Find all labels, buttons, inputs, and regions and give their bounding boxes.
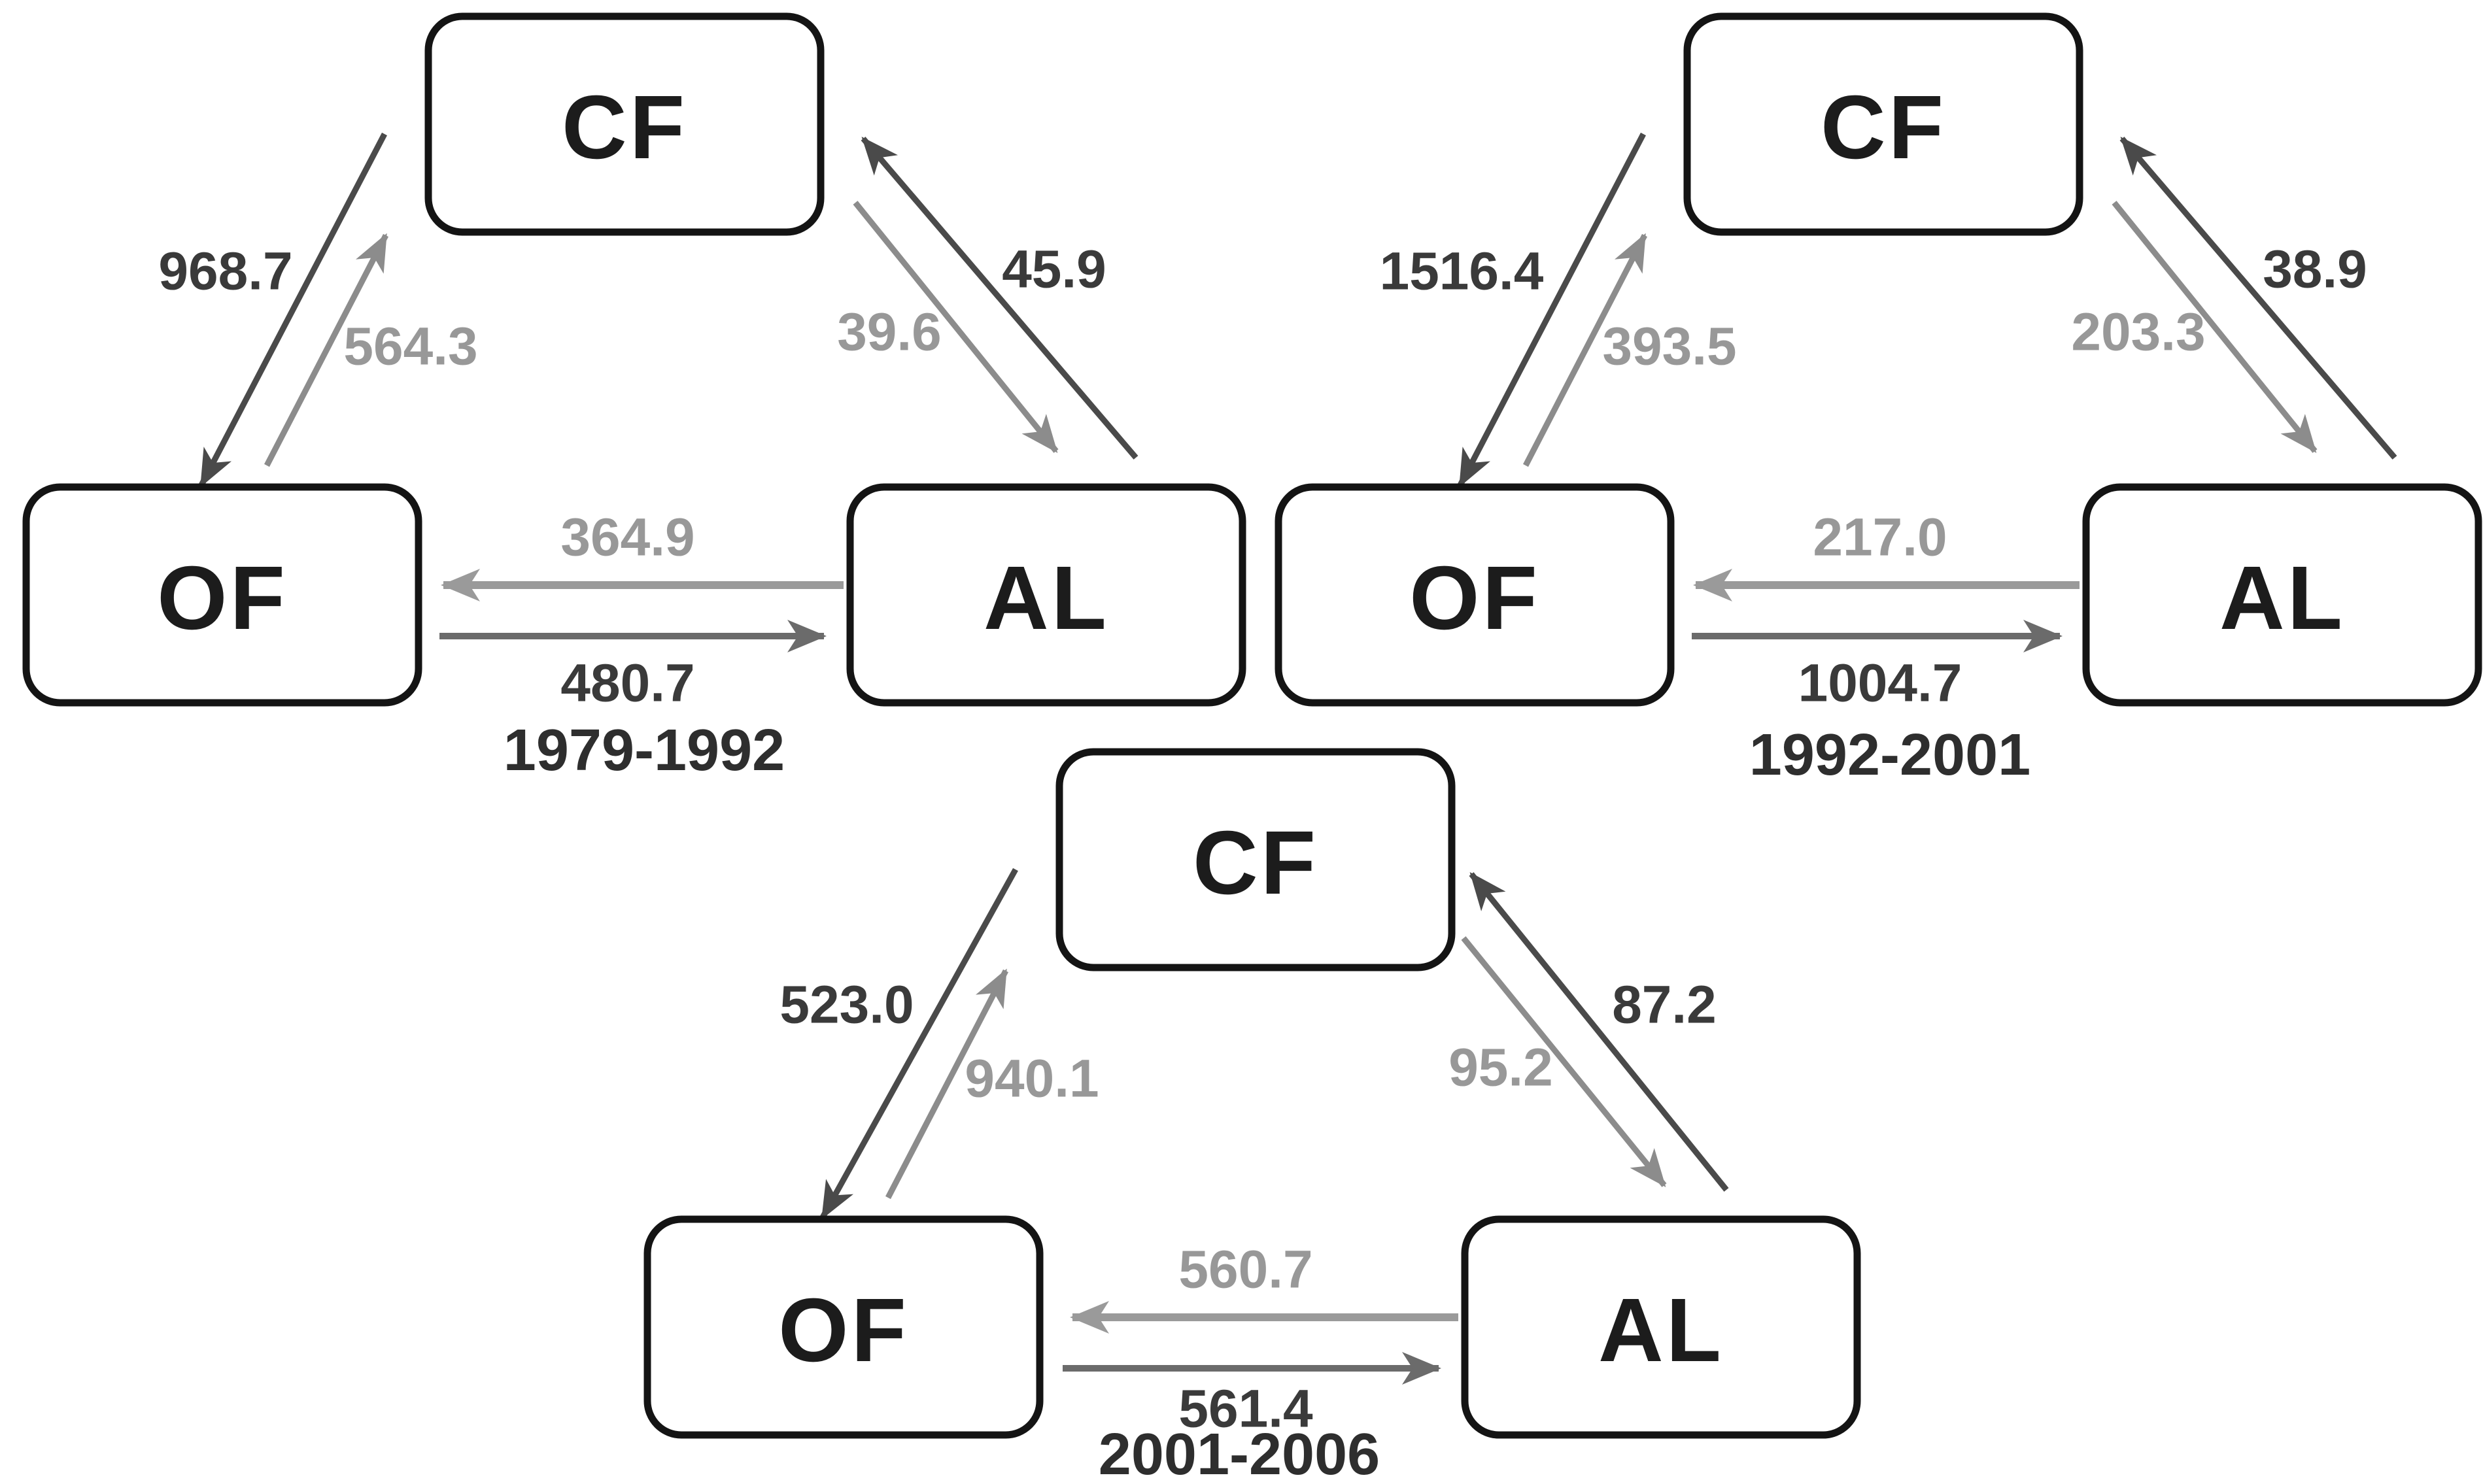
arrow-cf-to-of [820, 868, 1018, 1220]
flow-value-al-to-of: 217.0 [1813, 508, 1947, 567]
arrow-of-to-cf [885, 968, 1008, 1200]
node-al-label: AL [2219, 548, 2345, 649]
flow-value-cf-to-of: 523.0 [779, 975, 914, 1035]
arrow-cf-to-al [1461, 936, 1667, 1187]
flow-value-cf-to-al: 95.2 [1448, 1038, 1553, 1098]
diagram-2001-2006: CF OF AL 523.0 940.1 87.2 95.2 560.7 561… [643, 748, 1861, 1484]
arrow-cf-to-of [1458, 132, 1646, 488]
node-al-label: AL [1598, 1280, 1724, 1381]
arrow-of-to-cf [264, 233, 388, 467]
node-al-box [1461, 1215, 1861, 1439]
node-of-box [22, 483, 422, 707]
period-label: 1979-1992 [504, 718, 785, 783]
flow-value-of-to-cf: 940.1 [965, 1049, 1099, 1109]
flow-value-cf-to-of: 968.7 [158, 242, 292, 301]
diagram-1979-1992: CF OF AL 968.7 564.3 45.9 39.6 364.9 480… [22, 12, 1246, 783]
flow-value-of-to-cf: 564.3 [343, 317, 477, 377]
flow-value-of-to-al: 561.4 [1178, 1379, 1313, 1439]
node-al-box [846, 483, 1246, 707]
node-cf-label: CF [1193, 813, 1318, 913]
arrow-cf-to-al [2112, 201, 2318, 453]
node-of-box [643, 1215, 1044, 1439]
flow-value-of-to-cf: 393.5 [1602, 317, 1736, 377]
node-cf-box [424, 12, 825, 236]
flow-value-al-to-of: 560.7 [1178, 1240, 1312, 1300]
arrow-cf-to-al [853, 201, 1059, 453]
node-al-box [2082, 483, 2482, 707]
node-of-label: OF [157, 548, 288, 649]
flow-value-cf-to-al: 39.6 [837, 303, 942, 362]
period-label: 2001-2006 [1099, 1422, 1380, 1484]
node-of-box [1275, 483, 1675, 707]
flow-value-al-to-cf: 45.9 [1002, 240, 1106, 299]
node-cf-box [1683, 12, 2083, 236]
node-cf-label: CF [562, 77, 687, 178]
arrow-al-to-cf [1469, 872, 1729, 1192]
node-of-label: OF [1409, 548, 1540, 649]
diagram-1992-2001: CF OF AL 1516.4 393.5 38.9 203.3 217.0 1… [1275, 12, 2482, 788]
node-cf-box [1055, 748, 1456, 971]
flow-value-of-to-al: 1004.7 [1798, 654, 1962, 713]
node-al-label: AL [984, 548, 1109, 649]
node-of-label: OF [778, 1280, 909, 1381]
node-cf-label: CF [1821, 77, 1946, 178]
flow-value-al-to-of: 364.9 [560, 508, 694, 567]
period-label: 1992-2001 [1749, 722, 2030, 788]
arrow-al-to-cf [861, 137, 1139, 460]
flow-value-cf-to-al: 203.3 [2071, 303, 2205, 362]
arrow-of-to-cf [1523, 233, 1647, 467]
flow-value-al-to-cf: 87.2 [1612, 975, 1717, 1035]
flow-value-of-to-al: 480.7 [560, 654, 694, 713]
arrow-cf-to-of [199, 132, 387, 488]
flow-value-cf-to-of: 1516.4 [1380, 242, 1544, 301]
arrow-al-to-cf [2119, 137, 2397, 460]
flow-value-al-to-cf: 38.9 [2263, 240, 2367, 299]
